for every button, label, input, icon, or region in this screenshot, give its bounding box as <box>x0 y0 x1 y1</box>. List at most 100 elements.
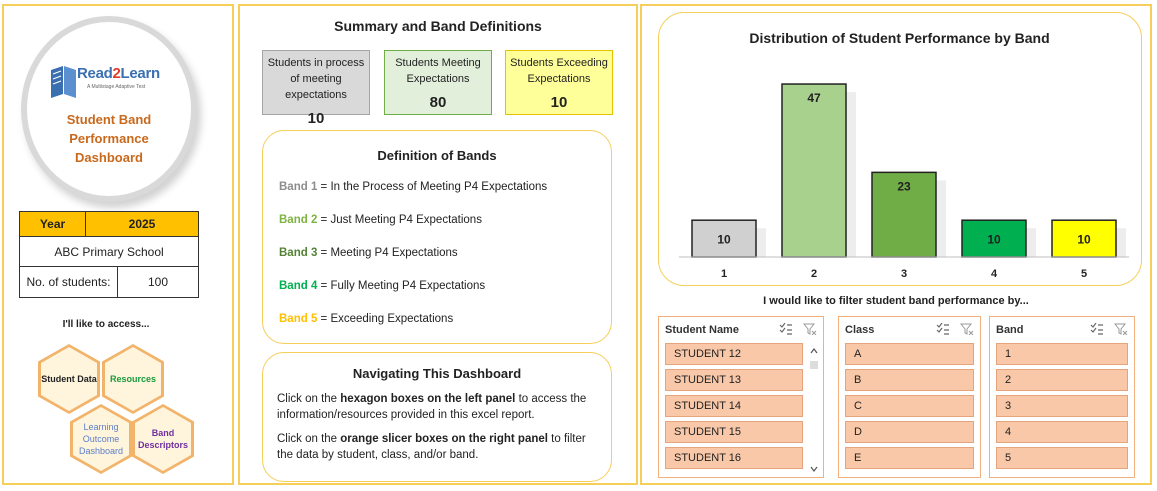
summary-title: Summary and Band Definitions <box>334 18 542 34</box>
year-row: Year 2025 <box>20 212 198 237</box>
slicer-scrollbar[interactable] <box>809 347 819 473</box>
multi-select-icon[interactable] <box>779 323 793 335</box>
navigation-paragraph-2: Click on the orange slicer boxes on the … <box>277 433 586 461</box>
read2learn-logo: Read2Learn A Multistage Adaptive Test <box>49 60 169 108</box>
chart-title: Distribution of Student Performance by B… <box>749 30 1050 46</box>
x-tick-label: 4 <box>991 268 998 280</box>
slicer-header: Class <box>839 317 980 343</box>
hex-learning-outcome-dashboard[interactable]: Learning Outcome Dashboard <box>70 404 132 474</box>
hex-label: Student Data <box>41 347 97 411</box>
bar-band-2[interactable] <box>781 83 847 258</box>
bar-value-label: 10 <box>987 233 1001 247</box>
slicer-header: Band <box>990 317 1134 343</box>
slicer-item[interactable]: C <box>845 395 974 417</box>
band-definitions-box: Definition of Bands Band 1 = In the Proc… <box>262 130 612 344</box>
band-label: Band 5 <box>279 313 318 325</box>
performance-chart: Distribution of Student Performance by B… <box>658 12 1142 286</box>
students-row: No. of students: 100 <box>20 267 198 297</box>
slicer-item[interactable]: 3 <box>996 395 1128 417</box>
band-definition-1: Band 1 = In the Process of Meeting P4 Ex… <box>279 171 611 204</box>
dashboard-title: Student Band Performance Dashboard <box>66 112 152 165</box>
navigation-paragraph-1: Click on the hexagon boxes on the left p… <box>277 393 587 421</box>
multi-select-icon[interactable] <box>1090 323 1104 335</box>
slicer-header: Student Name <box>659 317 823 343</box>
slicer-title: Band <box>996 324 1024 336</box>
summary-box-value: 10 <box>307 110 325 127</box>
x-tick-label: 1 <box>721 268 727 280</box>
clear-filter-icon[interactable] <box>1114 323 1128 335</box>
hex-band-descriptors[interactable]: Band Descriptors <box>132 404 194 474</box>
multi-select-icon[interactable] <box>936 323 950 335</box>
summary-box-exceeding: Students Exceeding Expectations 10 <box>505 50 613 115</box>
summary-box-meeting: Students Meeting Expectations 80 <box>384 50 492 115</box>
scroll-thumb[interactable] <box>810 361 818 369</box>
band-definition-3: Band 3 = Meeting P4 Expectations <box>279 237 611 270</box>
band-definition-4: Band 4 = Fully Meeting P4 Expectations <box>279 270 611 303</box>
bar-band-3[interactable] <box>871 171 937 258</box>
hex-label: Resources <box>105 347 161 411</box>
bar-value-label: 10 <box>717 233 731 247</box>
slicer-item[interactable]: STUDENT 15 <box>665 421 803 443</box>
school-name: ABC Primary School <box>54 244 164 259</box>
navigation-title: Navigating This Dashboard <box>352 366 522 381</box>
band-description: = Exceeding Expectations <box>317 313 454 325</box>
bar-band-1[interactable] <box>691 219 757 258</box>
band-description: = Just Meeting P4 Expectations <box>317 214 482 226</box>
hex-student-data[interactable]: Student Data <box>38 344 100 414</box>
bar-value-label: 10 <box>1077 233 1091 247</box>
slicer-title: Class <box>845 324 875 336</box>
slicer-item[interactable]: B <box>845 369 974 391</box>
school-row: ABC Primary School <box>20 237 198 267</box>
band-label: Band 4 <box>279 280 318 292</box>
slicer-item[interactable]: A <box>845 343 974 365</box>
slicer-item[interactable]: STUDENT 14 <box>665 395 803 417</box>
slicer-band: Band 1 2 3 4 5 <box>989 316 1135 478</box>
slicer-item[interactable]: 2 <box>996 369 1128 391</box>
right-panel: Distribution of Student Performance by B… <box>640 4 1152 485</box>
slicer-item[interactable]: D <box>845 421 974 443</box>
scroll-down-icon[interactable] <box>809 465 819 473</box>
left-panel: Read2Learn A Multistage Adaptive Test St… <box>2 4 234 485</box>
bar-value-label: 23 <box>897 179 911 193</box>
hex-resources[interactable]: Resources <box>102 344 164 414</box>
clear-filter-icon[interactable] <box>960 323 974 335</box>
band-definition-5: Band 5 = Exceeding Expectations <box>279 303 611 336</box>
band-label: Band 2 <box>279 214 318 226</box>
slicer-item[interactable]: 1 <box>996 343 1128 365</box>
slicer-item[interactable]: STUDENT 13 <box>665 369 803 391</box>
definitions-list: Band 1 = In the Process of Meeting P4 Ex… <box>263 171 611 336</box>
filter-label: I would like to filter student band perf… <box>763 295 1029 307</box>
hex-label: Band Descriptors <box>135 407 191 471</box>
school-info-table: Year 2025 ABC Primary School No. of stud… <box>19 211 199 298</box>
slicer-item[interactable]: E <box>845 447 974 469</box>
summary-box-value: 10 <box>550 94 568 111</box>
x-tick-label: 5 <box>1081 268 1087 280</box>
slicer-item-list: STUDENT 12 STUDENT 13 STUDENT 14 STUDENT 15… <box>659 343 823 469</box>
summary-box-label: Students Exceeding Expectations <box>510 57 608 85</box>
slicer-item[interactable]: 4 <box>996 421 1128 443</box>
slicer-item[interactable]: 5 <box>996 447 1128 469</box>
bar-band-5[interactable] <box>1051 219 1117 258</box>
access-label: I'll like to access... <box>62 319 150 330</box>
x-tick-label: 3 <box>901 268 907 280</box>
band-label: Band 3 <box>279 247 318 259</box>
bar-band-4[interactable] <box>961 219 1027 258</box>
x-tick-label: 2 <box>811 268 817 280</box>
scroll-up-icon[interactable] <box>809 347 819 355</box>
slicer-item[interactable]: STUDENT 16 <box>665 447 803 469</box>
hex-label: Learning Outcome Dashboard <box>73 407 129 471</box>
year-value: 2025 <box>86 212 198 236</box>
students-label: No. of students: <box>20 267 118 297</box>
logo-wordmark: Read2Learn <box>77 65 160 82</box>
year-label: Year <box>20 212 86 236</box>
band-label: Band 1 <box>279 181 318 193</box>
clear-filter-icon[interactable] <box>803 323 817 335</box>
logo-circle: Read2Learn A Multistage Adaptive Test St… <box>21 16 197 202</box>
slicer-item[interactable]: STUDENT 12 <box>665 343 803 365</box>
definitions-title: Definition of Bands <box>377 148 497 163</box>
summary-box-label: Students Meeting Expectations <box>395 57 481 85</box>
band-description: = Fully Meeting P4 Expectations <box>317 280 486 292</box>
